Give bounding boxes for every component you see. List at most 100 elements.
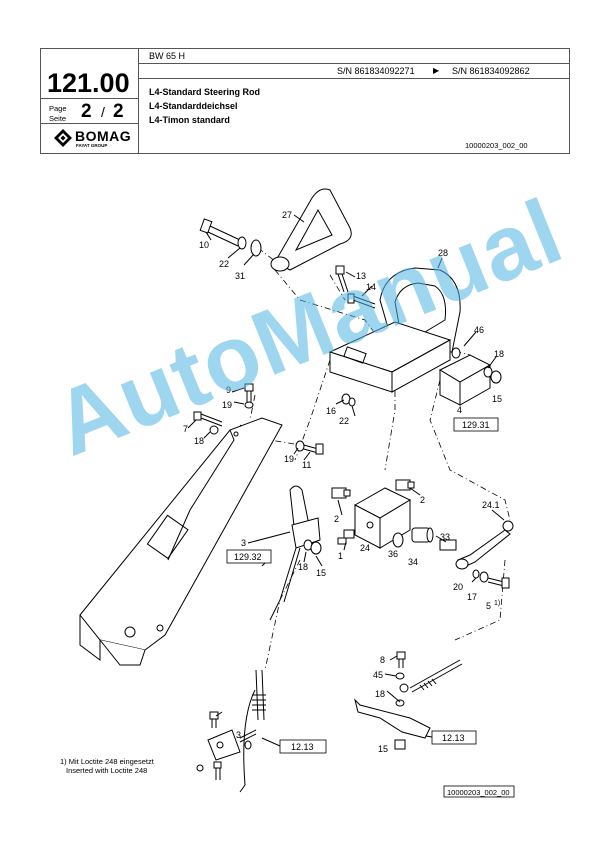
callout-7: 7 xyxy=(183,424,188,434)
pin-part xyxy=(439,539,457,551)
washer-part xyxy=(244,740,252,750)
mount-block-part xyxy=(438,354,492,406)
assembly-line xyxy=(274,269,381,341)
callout-20: 20 xyxy=(453,582,463,592)
callout-1: 1 xyxy=(338,551,343,561)
page-number: 121.00 xyxy=(47,68,130,98)
fitting-part xyxy=(331,487,351,499)
screw-part xyxy=(193,411,223,427)
sn-from: S/N 861834092271 xyxy=(337,66,415,76)
callout-24-1: 24.1 xyxy=(482,500,500,510)
title-de: L4-Standarddeichsel xyxy=(149,101,238,111)
callout-18: 18 xyxy=(494,349,504,359)
callout-11: 11 xyxy=(302,460,311,470)
screw-part xyxy=(396,651,406,668)
control-cable-part xyxy=(207,669,266,793)
callout-4: 4 xyxy=(457,405,462,415)
title-es: L4-Timon standard xyxy=(149,115,230,125)
bracket-part xyxy=(328,267,461,393)
ref-box-129-31 xyxy=(453,417,499,432)
callout-19: 19 xyxy=(222,400,232,410)
callout-45: 45 xyxy=(373,670,383,680)
washer-part xyxy=(244,401,254,409)
callout-27: 27 xyxy=(282,210,292,220)
page-total: 2 xyxy=(113,101,124,122)
leader-line xyxy=(261,737,281,747)
callout-33: 33 xyxy=(440,532,450,542)
nut-part xyxy=(394,739,406,750)
washer-part xyxy=(451,347,461,359)
callout-46: 46 xyxy=(474,325,484,335)
nut-part xyxy=(490,370,502,384)
page-separator: / xyxy=(101,104,105,120)
model-name: BW 65 H xyxy=(149,51,186,61)
assembly-line xyxy=(429,379,511,521)
page-label-en: Page xyxy=(49,104,67,113)
page-label-de: Seite xyxy=(49,114,67,123)
fitting-part xyxy=(395,479,415,491)
nut-part xyxy=(310,541,322,555)
callout-3: 3 xyxy=(241,538,246,548)
callout-8: 8 xyxy=(380,655,385,665)
screw-part xyxy=(347,293,376,309)
image-id-box xyxy=(443,785,515,798)
washer-part xyxy=(483,366,493,378)
callout-3b: 3 xyxy=(236,730,241,740)
callout-note-1: 1) xyxy=(494,600,500,607)
callout-17: 17 xyxy=(467,592,477,602)
ref-label-12-13-right: 12.13 xyxy=(442,733,465,743)
washer-part xyxy=(479,571,489,583)
washer-part xyxy=(348,397,356,407)
washer-part xyxy=(250,239,262,257)
brand-sub: FAYAT GROUP xyxy=(76,143,108,148)
ref-label-12-13-left: 12.13 xyxy=(291,742,314,752)
header-divider xyxy=(138,63,569,64)
ref-box-129-32 xyxy=(226,549,272,564)
handle-part xyxy=(270,188,352,272)
callout-31: 31 xyxy=(235,271,245,281)
lever-part xyxy=(269,485,321,621)
valve-block-part xyxy=(353,487,412,549)
page-current: 2 xyxy=(81,101,92,122)
callout-16: 16 xyxy=(326,406,336,416)
callout-2b: 2 xyxy=(420,495,425,505)
callout-10: 10 xyxy=(199,240,209,250)
nut-part xyxy=(392,532,404,548)
screw-part xyxy=(335,265,349,293)
screw-part xyxy=(209,711,219,728)
callout-22b: 22 xyxy=(339,416,349,426)
assembly-line xyxy=(249,394,256,421)
bomag-logo: BOMAG FAYAT GROUP xyxy=(53,127,133,151)
callout-28: 28 xyxy=(438,248,448,258)
callout-36: 36 xyxy=(388,549,398,559)
brand-name: BOMAG xyxy=(75,128,132,144)
callout-19b: 19 xyxy=(284,454,294,464)
assembly-line xyxy=(329,274,346,301)
callout-9: 9 xyxy=(226,385,231,395)
header-table: 121.00 Page Seite 2 / 2 BOMAG FAYAT GROU… xyxy=(40,48,570,154)
ref-box-12-13-left xyxy=(279,739,327,754)
ref-label-129-31: 129.31 xyxy=(462,420,490,430)
washer-part xyxy=(209,425,219,435)
header-divider xyxy=(138,78,569,79)
header-divider xyxy=(41,98,138,99)
washer-part xyxy=(395,672,405,680)
callout-24: 24 xyxy=(360,543,370,553)
callout-15b: 15 xyxy=(316,568,326,578)
lever-part xyxy=(455,520,514,570)
callout-13: 13 xyxy=(356,271,366,281)
callout-5: 5 xyxy=(486,601,491,611)
bolt-part xyxy=(199,218,241,247)
screw-part xyxy=(244,383,254,402)
ref-label-129-32: 129.32 xyxy=(234,552,262,562)
screw-part xyxy=(213,761,222,780)
ref-box-12-13-right xyxy=(431,730,477,745)
doc-id: 10000203_002_00 xyxy=(465,141,528,150)
callout-18b: 18 xyxy=(194,436,204,446)
header-divider xyxy=(41,123,138,124)
title-en: L4-Standard Steering Rod xyxy=(149,87,261,97)
assembly-line xyxy=(264,559,301,671)
washer-part xyxy=(472,569,480,579)
callout-2: 2 xyxy=(334,514,339,524)
